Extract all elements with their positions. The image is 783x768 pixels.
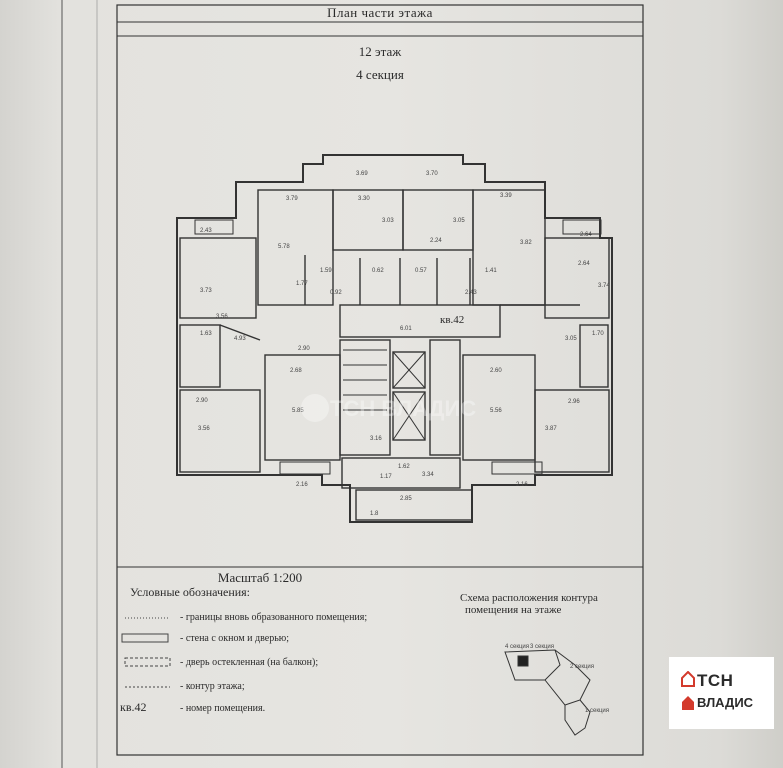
svg-text:5.56: 5.56 [490,408,502,414]
scale-label: Масштаб 1:200 [217,570,303,585]
legend-title: Условные обозначения: [130,585,251,599]
page-frame [116,4,644,756]
svg-text:2.85: 2.85 [400,496,412,502]
legend-item-contour: - контур этажа; [180,681,245,692]
svg-text:3.79: 3.79 [286,196,298,202]
svg-text:1.59: 1.59 [320,268,332,274]
svg-text:4 секция: 4 секция [505,644,529,650]
legend-symbols [121,617,171,688]
svg-text:3.05: 3.05 [453,218,465,224]
legend-kv-symbol: кв.42 [120,700,147,714]
svg-text:2.68: 2.68 [290,368,302,374]
svg-text:2.64: 2.64 [580,232,592,238]
svg-text:2.16: 2.16 [296,482,308,488]
svg-text:2.60: 2.60 [490,368,502,374]
svg-text:2.43: 2.43 [200,228,212,234]
svg-text:2.43: 2.43 [465,290,477,296]
svg-text:2.64: 2.64 [578,261,590,267]
svg-text:3.73: 3.73 [200,288,212,294]
apartment-label: кв.42 [440,314,465,326]
svg-text:1.41: 1.41 [485,268,497,274]
svg-text:5.78: 5.78 [278,244,290,250]
watermark-logo: ТСН ВЛАДИС [301,394,476,422]
svg-text:3.39: 3.39 [500,193,512,199]
room-area-labels: 3.69 3.70 3.79 3.30 3.39 5.78 3.03 3.05 … [196,171,610,517]
house-icon [681,671,695,687]
svg-text:3.56: 3.56 [216,314,228,320]
scheme-title-line1: Схема расположения контура [460,592,598,604]
svg-text:4.93: 4.93 [234,336,246,342]
legend-item-glazed-door: - дверь остекленная (на балкон); [180,657,319,668]
svg-text:0.57: 0.57 [415,268,427,274]
svg-text:2.90: 2.90 [298,346,310,352]
balconies [194,219,602,475]
svg-text:3.30: 3.30 [358,196,370,202]
legend-item-room-number: - номер помещения. [180,703,266,714]
svg-text:3 секция: 3 секция [530,644,554,650]
legend-item-boundary: - границы вновь образованного помещения; [180,612,368,623]
svg-text:6.01: 6.01 [400,326,412,332]
legend-item-wall: - стена с окном и дверью; [180,633,290,644]
svg-text:3.82: 3.82 [520,240,532,246]
svg-text:1.70: 1.70 [592,331,604,337]
svg-text:1.77: 1.77 [296,281,308,287]
scheme-title-line2: помещения на этаже [465,604,562,616]
floor-number: 12 этаж [358,44,402,59]
svg-text:3.16: 3.16 [370,436,382,442]
svg-text:1.17: 1.17 [380,474,392,480]
document-header: План части этажа [327,5,433,20]
svg-text:3.05: 3.05 [565,336,577,342]
brand-logo: ТСН ВЛАДИС [669,657,774,729]
room-walls [179,189,610,521]
svg-text:1.62: 1.62 [398,464,410,470]
house-filled-icon [682,696,694,710]
svg-text:3.70: 3.70 [426,171,438,177]
svg-text:3.74: 3.74 [598,283,610,289]
svg-text:2.24: 2.24 [430,238,442,244]
svg-text:0.62: 0.62 [372,268,384,274]
svg-text:3.87: 3.87 [545,426,557,432]
svg-text:1.63: 1.63 [200,331,212,337]
scheme-diagram [504,649,591,736]
svg-text:1 секция: 1 секция [585,708,609,714]
svg-text:2.90: 2.90 [196,398,208,404]
floor-outline [176,154,613,523]
logo-line2: ВЛАДИС [697,695,754,710]
scheme-labels: 4 секция 3 секция 2 секция 1 секция [505,644,609,714]
svg-text:2 секция: 2 секция [570,664,594,670]
svg-text:3.69: 3.69 [356,171,368,177]
svg-text:0.92: 0.92 [330,290,342,296]
svg-text:3.34: 3.34 [422,472,434,478]
section-number: 4 секция [356,67,404,82]
svg-text:ТСН ВЛАДИС: ТСН ВЛАДИС [330,396,476,421]
svg-text:1.8: 1.8 [370,511,379,517]
svg-text:3.03: 3.03 [382,218,394,224]
svg-text:5.85: 5.85 [292,408,304,414]
svg-text:3.56: 3.56 [198,426,210,432]
svg-text:2.16: 2.16 [516,482,528,488]
elevator-marks [343,349,426,441]
svg-text:2.96: 2.96 [568,399,580,405]
logo-line1: ТСН [697,671,734,690]
